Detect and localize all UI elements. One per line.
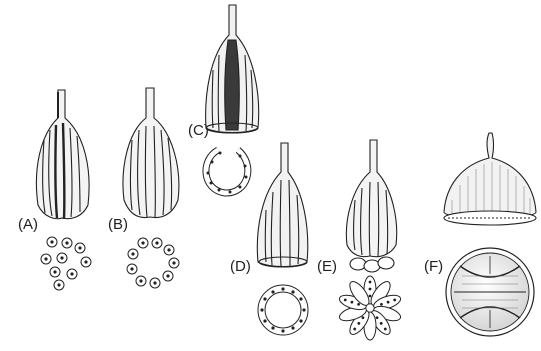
panel-d-label: (D) <box>230 258 251 275</box>
panel-f-label: (F) <box>424 258 443 275</box>
panel-f-cross-section <box>446 248 534 336</box>
panel-b-label: (B) <box>108 216 128 233</box>
panel-b-synangium-drawing <box>123 88 179 218</box>
panel-a-cross-section <box>41 237 91 290</box>
panel-f-synangium-drawing <box>444 133 536 225</box>
panel-a-synangium-drawing <box>36 90 89 219</box>
panel-d-cross-section <box>258 285 308 335</box>
panel-b-cross-section <box>127 238 179 288</box>
panel-c-label: (C) <box>188 122 209 139</box>
panel-a-label: (A) <box>18 216 38 233</box>
panel-e-synangium-drawing <box>346 140 396 272</box>
panel-c-synangium-drawing <box>206 5 259 133</box>
panel-c-cross-section <box>206 150 248 194</box>
panel-e-label: (E) <box>317 258 337 275</box>
panel-d-synangium-drawing <box>257 143 307 267</box>
panel-e-cross-section <box>338 276 403 340</box>
